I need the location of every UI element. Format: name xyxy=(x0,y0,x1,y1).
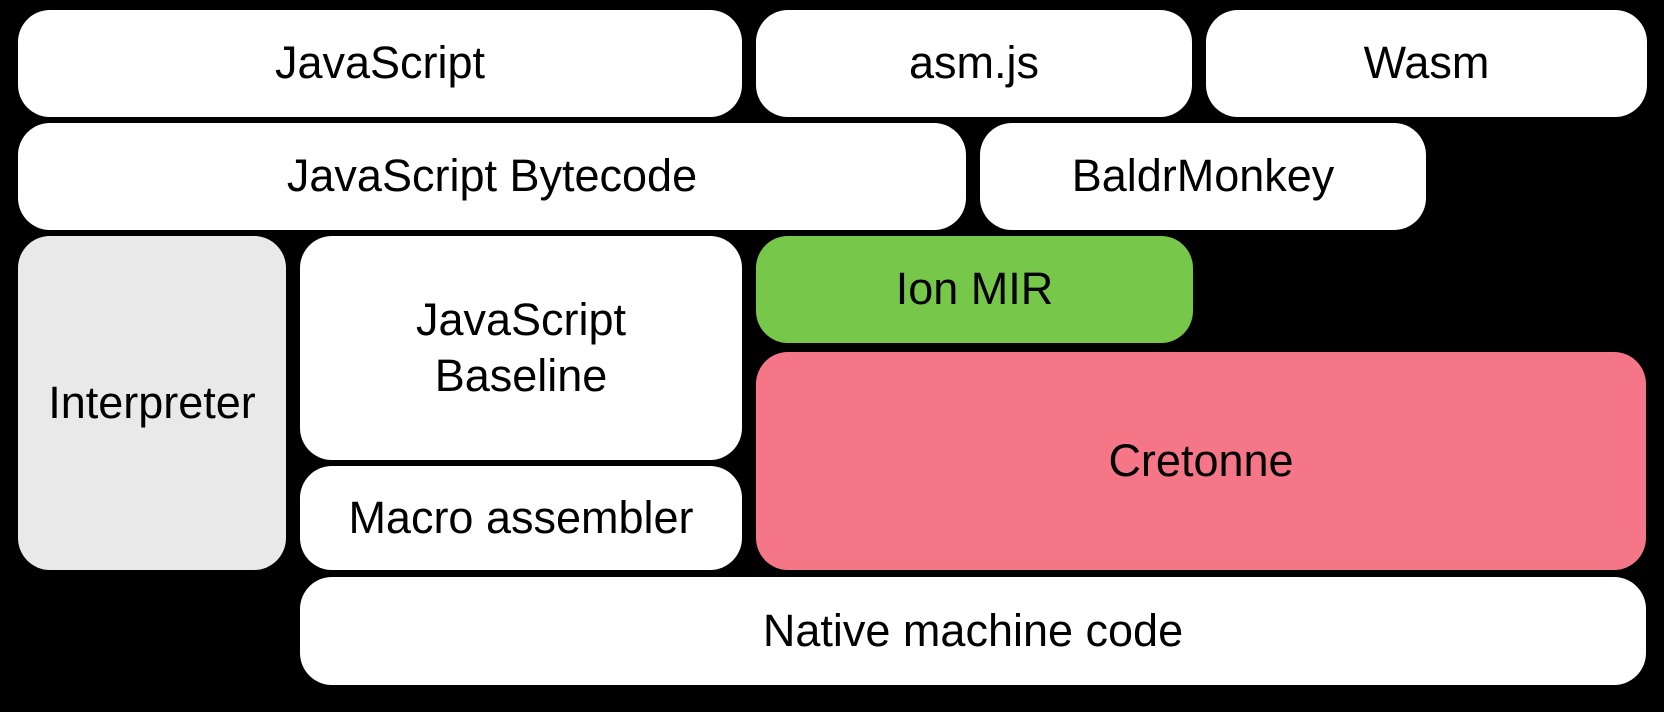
box-macro-assembler: Macro assembler xyxy=(300,466,742,570)
box-javascript-baseline: JavaScript Baseline xyxy=(300,236,742,460)
box-interpreter-label: Interpreter xyxy=(48,376,256,428)
box-interpreter: Interpreter xyxy=(18,236,286,570)
box-native-machine-code: Native machine code xyxy=(300,577,1646,685)
box-ion-mir-label: Ion MIR xyxy=(895,263,1054,315)
box-cretonne-label: Cretonne xyxy=(1108,434,1294,486)
box-macro-assembler-label: Macro assembler xyxy=(348,491,694,543)
box-javascript: JavaScript xyxy=(18,10,742,117)
box-native-machine-code-label: Native machine code xyxy=(762,604,1184,656)
box-asmjs: asm.js xyxy=(756,10,1192,117)
box-asmjs-label: asm.js xyxy=(908,37,1039,89)
box-ion-mir: Ion MIR xyxy=(756,236,1193,343)
box-javascript-bytecode: JavaScript Bytecode xyxy=(18,123,966,230)
box-javascript-bytecode-label: JavaScript Bytecode xyxy=(286,150,698,202)
box-baldrmonkey-label: BaldrMonkey xyxy=(1071,150,1335,202)
box-wasm-label: Wasm xyxy=(1363,37,1490,89)
box-javascript-label: JavaScript xyxy=(274,37,486,89)
box-cretonne: Cretonne xyxy=(756,352,1646,570)
box-wasm: Wasm xyxy=(1206,10,1647,117)
box-baldrmonkey: BaldrMonkey xyxy=(980,123,1426,230)
box-javascript-baseline-label: JavaScript Baseline xyxy=(415,293,627,401)
